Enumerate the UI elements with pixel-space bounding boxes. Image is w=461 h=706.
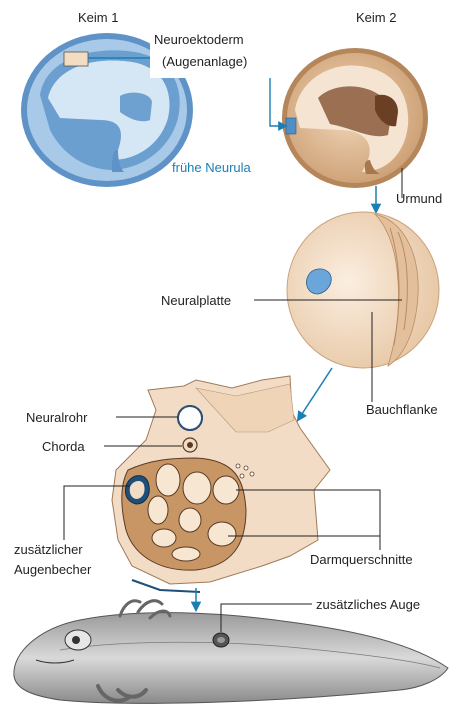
zusaetzliches-auge-label: zusätzliches Auge	[316, 597, 420, 612]
darmquerschnitte-label: Darmquerschnitte	[310, 552, 413, 567]
fruehe-neurula-label: frühe Neurula	[172, 160, 252, 175]
augenbecher-label: Augenbecher	[14, 562, 92, 577]
neuralrohr-label: Neuralrohr	[26, 410, 88, 425]
neuralplatte-label: Neuralplatte	[161, 293, 231, 308]
neuroektoderm-label: Neuroektoderm	[154, 32, 244, 47]
urmund-label: Urmund	[396, 191, 442, 206]
keim2-embryo	[282, 48, 428, 188]
cross-section	[112, 376, 330, 592]
augenanlage-label: (Augenanlage)	[162, 54, 247, 69]
keim1-title: Keim 1	[78, 10, 118, 25]
tadpole-illustration	[14, 601, 448, 704]
bauchflanke-label: Bauchflanke	[366, 402, 438, 417]
zusaetzlicher-label: zusätzlicher	[14, 542, 83, 557]
keim2-title: Keim 2	[356, 10, 396, 25]
chorda-label: Chorda	[42, 439, 85, 454]
arrow-diagonal	[298, 368, 332, 420]
neurula-embryo	[287, 212, 439, 368]
